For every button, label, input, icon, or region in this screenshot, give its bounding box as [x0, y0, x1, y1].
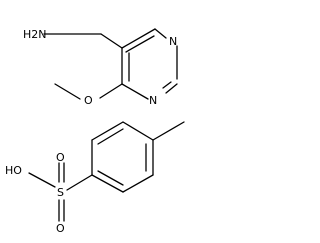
ring-nitrogen-top-label: N [169, 35, 177, 48]
ring-bond-n3-c4 [121, 83, 149, 100]
benzene-bond-upper-left-top [91, 121, 124, 141]
tosic-acid-molecule: HO S O O [5, 121, 185, 235]
bond-sulfur-oh [28, 172, 56, 188]
bond-o-ch3 [54, 83, 81, 100]
ring-bond-c6-n1 [154, 28, 167, 39]
oxo-top-label: O [56, 151, 65, 164]
sulfur-label: S [57, 186, 64, 199]
amine-label: H2N [23, 28, 47, 41]
hydroxyl-label: HO [5, 164, 22, 177]
ring-bond-c2-n3 [165, 83, 178, 94]
ring-nitrogen-bottom-label: N [149, 94, 157, 107]
oxo-bottom-label: O [56, 222, 65, 235]
benzene-bond-lower-right-bottom [122, 174, 154, 193]
bond-ch2-ring [100, 33, 123, 49]
pyrimidine-molecule: H2N N N O [23, 28, 178, 107]
bond-ring-methyl [152, 121, 185, 141]
benzene-bond-top-upper-right [122, 121, 154, 141]
bond-ring-sulfur [66, 174, 93, 191]
ring-bond-c5-c6 [121, 28, 156, 49]
ether-oxygen-label: O [84, 94, 93, 107]
ring-double-bond-c2-n3 [162, 81, 172, 89]
benzene-bond-bottom-lower-left [91, 174, 124, 193]
benzene-double-bond-bottom-left [97, 170, 124, 186]
benzene-double-bond-top-left [97, 128, 124, 145]
chemical-structure-diagram: H2N N N O HO S O O [0, 0, 195, 243]
canvas-background [0, 0, 195, 243]
bond-c4-o [99, 83, 123, 99]
ring-double-bond-c5-c6 [125, 35, 155, 53]
